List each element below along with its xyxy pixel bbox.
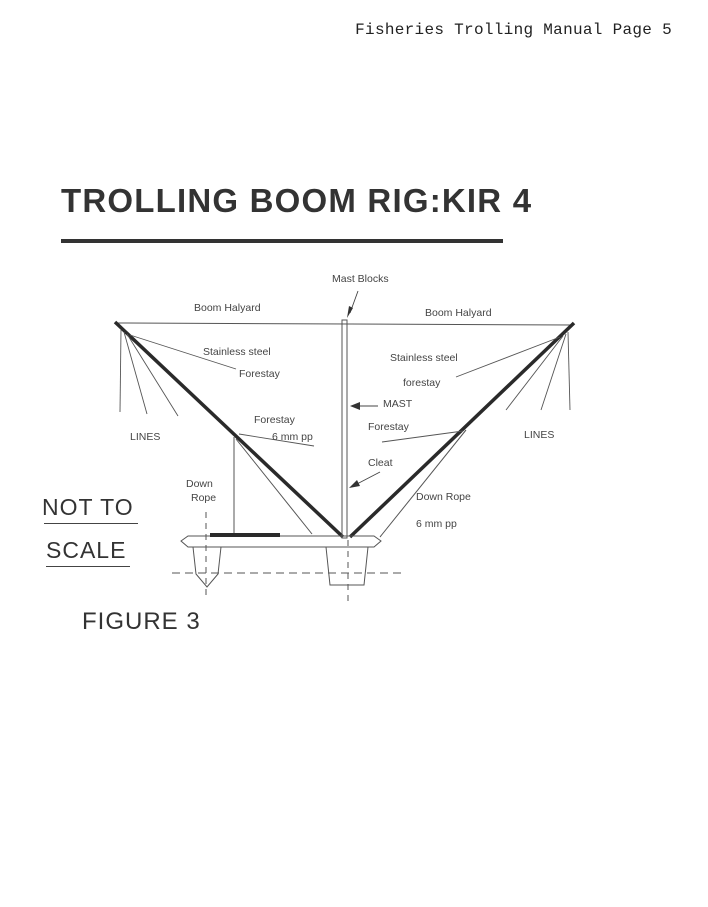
label-lines-right: LINES bbox=[524, 429, 554, 441]
label-mast: MAST bbox=[383, 398, 413, 410]
page-header: Fisheries Trolling Manual Page 5 bbox=[355, 21, 672, 39]
left-forestay-pp bbox=[235, 438, 313, 535]
right-pp-leader bbox=[381, 430, 464, 443]
label-forestay-pp-right: Forestay bbox=[368, 421, 410, 433]
label-boom-halyard-left: Boom Halyard bbox=[194, 302, 261, 314]
scale-note-line2: SCALE bbox=[46, 537, 127, 563]
label-forestay-pp-left: Forestay bbox=[254, 414, 296, 426]
outrigger-float bbox=[192, 546, 222, 588]
right-stainless-leader bbox=[455, 336, 561, 378]
label-stainless-left: Stainless steel bbox=[203, 346, 271, 358]
cleat-arrow-shaft bbox=[354, 471, 381, 486]
mast-blocks-arrow-icon bbox=[347, 306, 353, 318]
main-hull-keel bbox=[325, 546, 369, 586]
label-down-rope-left-1: Down bbox=[186, 478, 213, 490]
page-title: TROLLING BOOM RIG:KIR 4 bbox=[61, 182, 533, 219]
label-pp-left: 6 mm pp bbox=[272, 431, 313, 443]
left-line-2 bbox=[123, 331, 148, 415]
left-pp-leader bbox=[238, 433, 315, 447]
label-cleat: Cleat bbox=[368, 457, 393, 469]
label-boom-halyard-right: Boom Halyard bbox=[425, 307, 492, 319]
label-down-rope-right: Down Rope bbox=[416, 491, 471, 503]
left-line-3 bbox=[126, 333, 179, 417]
left-boom bbox=[113, 320, 345, 539]
scale-note-rule2 bbox=[46, 566, 130, 567]
label-stainless-right: Stainless steel bbox=[390, 352, 458, 364]
canoe-hull bbox=[180, 535, 382, 548]
title-underline bbox=[61, 239, 503, 243]
scale-note-line1: NOT TO bbox=[42, 494, 134, 520]
label-mast-blocks: Mast Blocks bbox=[332, 273, 389, 285]
right-down-rope bbox=[379, 429, 467, 538]
left-stainless-leader bbox=[129, 334, 237, 370]
platform-board bbox=[210, 533, 280, 537]
boom-halyard-line bbox=[114, 322, 575, 326]
label-forestay-right: forestay bbox=[403, 377, 441, 389]
label-forestay-left: Forestay bbox=[239, 368, 281, 380]
label-pp-right: 6 mm pp bbox=[416, 518, 457, 530]
right-line-2 bbox=[540, 333, 567, 411]
right-boom bbox=[348, 321, 576, 539]
right-line-3 bbox=[505, 335, 564, 411]
mast-arrow-icon bbox=[350, 402, 360, 410]
label-lines-left: LINES bbox=[130, 431, 160, 443]
label-down-rope-left-2: Rope bbox=[191, 492, 216, 504]
mast bbox=[341, 319, 348, 539]
right-line-1 bbox=[567, 331, 571, 411]
cleat-arrow-icon bbox=[349, 480, 360, 488]
scale-note-rule1 bbox=[44, 523, 138, 524]
left-line-1 bbox=[119, 329, 122, 413]
figure-label: FIGURE 3 bbox=[82, 608, 201, 635]
